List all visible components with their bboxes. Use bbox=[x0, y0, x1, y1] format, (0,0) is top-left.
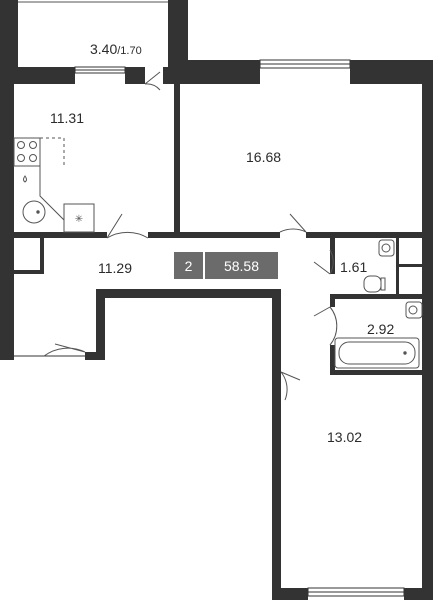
stove-icon bbox=[13, 137, 41, 167]
bathroom-door-icon bbox=[313, 306, 338, 346]
wall bbox=[188, 60, 260, 84]
wall bbox=[168, 0, 188, 77]
wall bbox=[272, 289, 281, 600]
rooms-count-badge bbox=[174, 252, 203, 279]
wall bbox=[422, 60, 433, 600]
wall bbox=[272, 588, 308, 600]
balcony-area-reduced: /1.70 bbox=[117, 45, 141, 57]
living-door-icon bbox=[279, 213, 307, 233]
wall bbox=[0, 352, 14, 360]
wall bbox=[306, 232, 422, 238]
toilet-door-icon bbox=[313, 249, 334, 275]
bathroom-sink-icon bbox=[405, 301, 423, 319]
wall bbox=[148, 232, 280, 238]
kitchen-sink-icon bbox=[22, 200, 46, 224]
wall bbox=[330, 299, 335, 307]
wall bbox=[125, 67, 145, 84]
summary-badge: 2 58.58 bbox=[174, 252, 278, 279]
wall bbox=[330, 370, 422, 375]
entrance-door-icon bbox=[43, 343, 86, 357]
kitchen-area-label: 11.31 bbox=[50, 110, 84, 126]
hallway-area-label: 11.29 bbox=[98, 260, 132, 276]
room-labels: 3.40/1.70 11.31 16.68 11.29 1.61 2.92 13… bbox=[50, 41, 394, 445]
wall bbox=[396, 238, 399, 299]
rooms-count: 2 bbox=[185, 258, 193, 274]
balcony-area-label: 3.40/1.70 bbox=[90, 41, 142, 57]
wall bbox=[0, 0, 18, 77]
total-area: 58.58 bbox=[224, 258, 259, 274]
wall bbox=[96, 289, 105, 360]
toilet-icon bbox=[363, 275, 382, 293]
wall bbox=[350, 60, 433, 84]
tap-icon bbox=[23, 175, 27, 183]
bathtub-icon bbox=[334, 337, 420, 369]
wall bbox=[0, 67, 75, 84]
balcony-door-icon bbox=[144, 71, 161, 91]
wall bbox=[14, 232, 107, 238]
kitchen-fixtures: ✳ bbox=[13, 137, 95, 233]
wall bbox=[85, 352, 105, 360]
windows bbox=[14, 59, 405, 597]
wall bbox=[0, 67, 14, 360]
bath-fixtures bbox=[334, 239, 423, 369]
wall bbox=[404, 588, 433, 600]
bedroom-door-icon bbox=[280, 371, 301, 401]
kitchen-counter bbox=[14, 137, 65, 232]
bathroom-area-label: 2.92 bbox=[367, 321, 394, 337]
wall bbox=[330, 294, 422, 299]
wall bbox=[330, 345, 335, 375]
wall bbox=[14, 270, 44, 274]
fridge-icon bbox=[63, 203, 95, 233]
doors bbox=[40, 71, 338, 401]
toilet-washbasin-icon bbox=[378, 239, 395, 257]
wall bbox=[174, 84, 180, 234]
balcony-area: 3.40 bbox=[90, 41, 117, 57]
toilet-area-label: 1.61 bbox=[340, 259, 367, 275]
bedroom-area-label: 13.02 bbox=[327, 429, 362, 445]
kitchen-door-icon bbox=[106, 213, 149, 239]
total-area-badge bbox=[205, 252, 278, 279]
living-room-area-label: 16.68 bbox=[246, 149, 281, 165]
wall bbox=[396, 264, 422, 267]
svg-text:✳: ✳ bbox=[75, 214, 83, 225]
wall bbox=[96, 289, 281, 298]
wall bbox=[40, 238, 44, 274]
wall bbox=[0, 67, 18, 71]
